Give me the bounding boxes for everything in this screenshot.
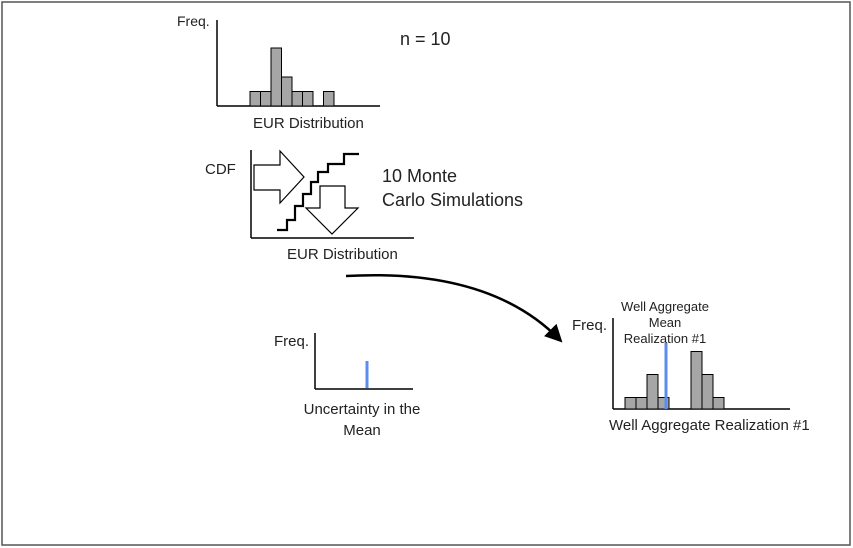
histogram-bar	[281, 76, 293, 107]
aggregate-mean-label-line3: Realization #1	[623, 331, 707, 346]
histogram-bar	[712, 397, 725, 410]
histogram-bar	[635, 397, 648, 410]
histogram-bar	[302, 91, 314, 107]
uncertainty-caption-line2: Mean	[343, 422, 381, 439]
histogram-bar	[323, 91, 335, 107]
histogram-bar	[291, 91, 303, 107]
top-histogram-y-label: Freq.	[177, 13, 210, 29]
histogram-bar	[249, 91, 261, 107]
down-block-arrow	[304, 185, 360, 235]
uncertainty-caption-line1: Uncertainty in the	[303, 401, 421, 418]
top-histogram-x-label: EUR Distribution	[253, 115, 364, 132]
cdf-panel	[250, 149, 414, 239]
aggregate-histogram-bars	[624, 351, 725, 410]
monte-carlo-note-line2: Carlo Simulations	[382, 190, 524, 210]
top-histogram-bars	[249, 47, 335, 107]
cdf-x-label: EUR Distribution	[287, 246, 398, 263]
uncertainty-panel	[314, 333, 413, 390]
cdf-y-label: CDF	[205, 161, 236, 178]
histogram-bar	[690, 351, 703, 410]
histogram-bar	[270, 47, 282, 107]
right-block-arrow	[253, 149, 305, 205]
histogram-bar	[260, 91, 272, 107]
monte-carlo-note-line1: 10 Monte	[382, 166, 458, 186]
curved-connector-arrow	[345, 274, 563, 343]
aggregate-mean-label-line2: Mean	[648, 315, 682, 330]
cdf-step-curve	[277, 152, 359, 232]
aggregate-x-label: Well Aggregate Realization #1	[609, 417, 810, 434]
aggregate-mean-label-line1: Well Aggregate	[621, 299, 709, 314]
aggregate-y-label: Freq.	[572, 317, 608, 334]
top-histogram	[216, 20, 380, 107]
uncertainty-y-label: Freq.	[274, 333, 310, 350]
sample-size-label: n = 10	[400, 29, 451, 49]
histogram-bar	[657, 397, 670, 410]
histogram-bar	[646, 374, 659, 410]
histogram-bar	[624, 397, 637, 410]
histogram-bar	[701, 374, 714, 410]
aggregate-panel	[612, 318, 790, 410]
